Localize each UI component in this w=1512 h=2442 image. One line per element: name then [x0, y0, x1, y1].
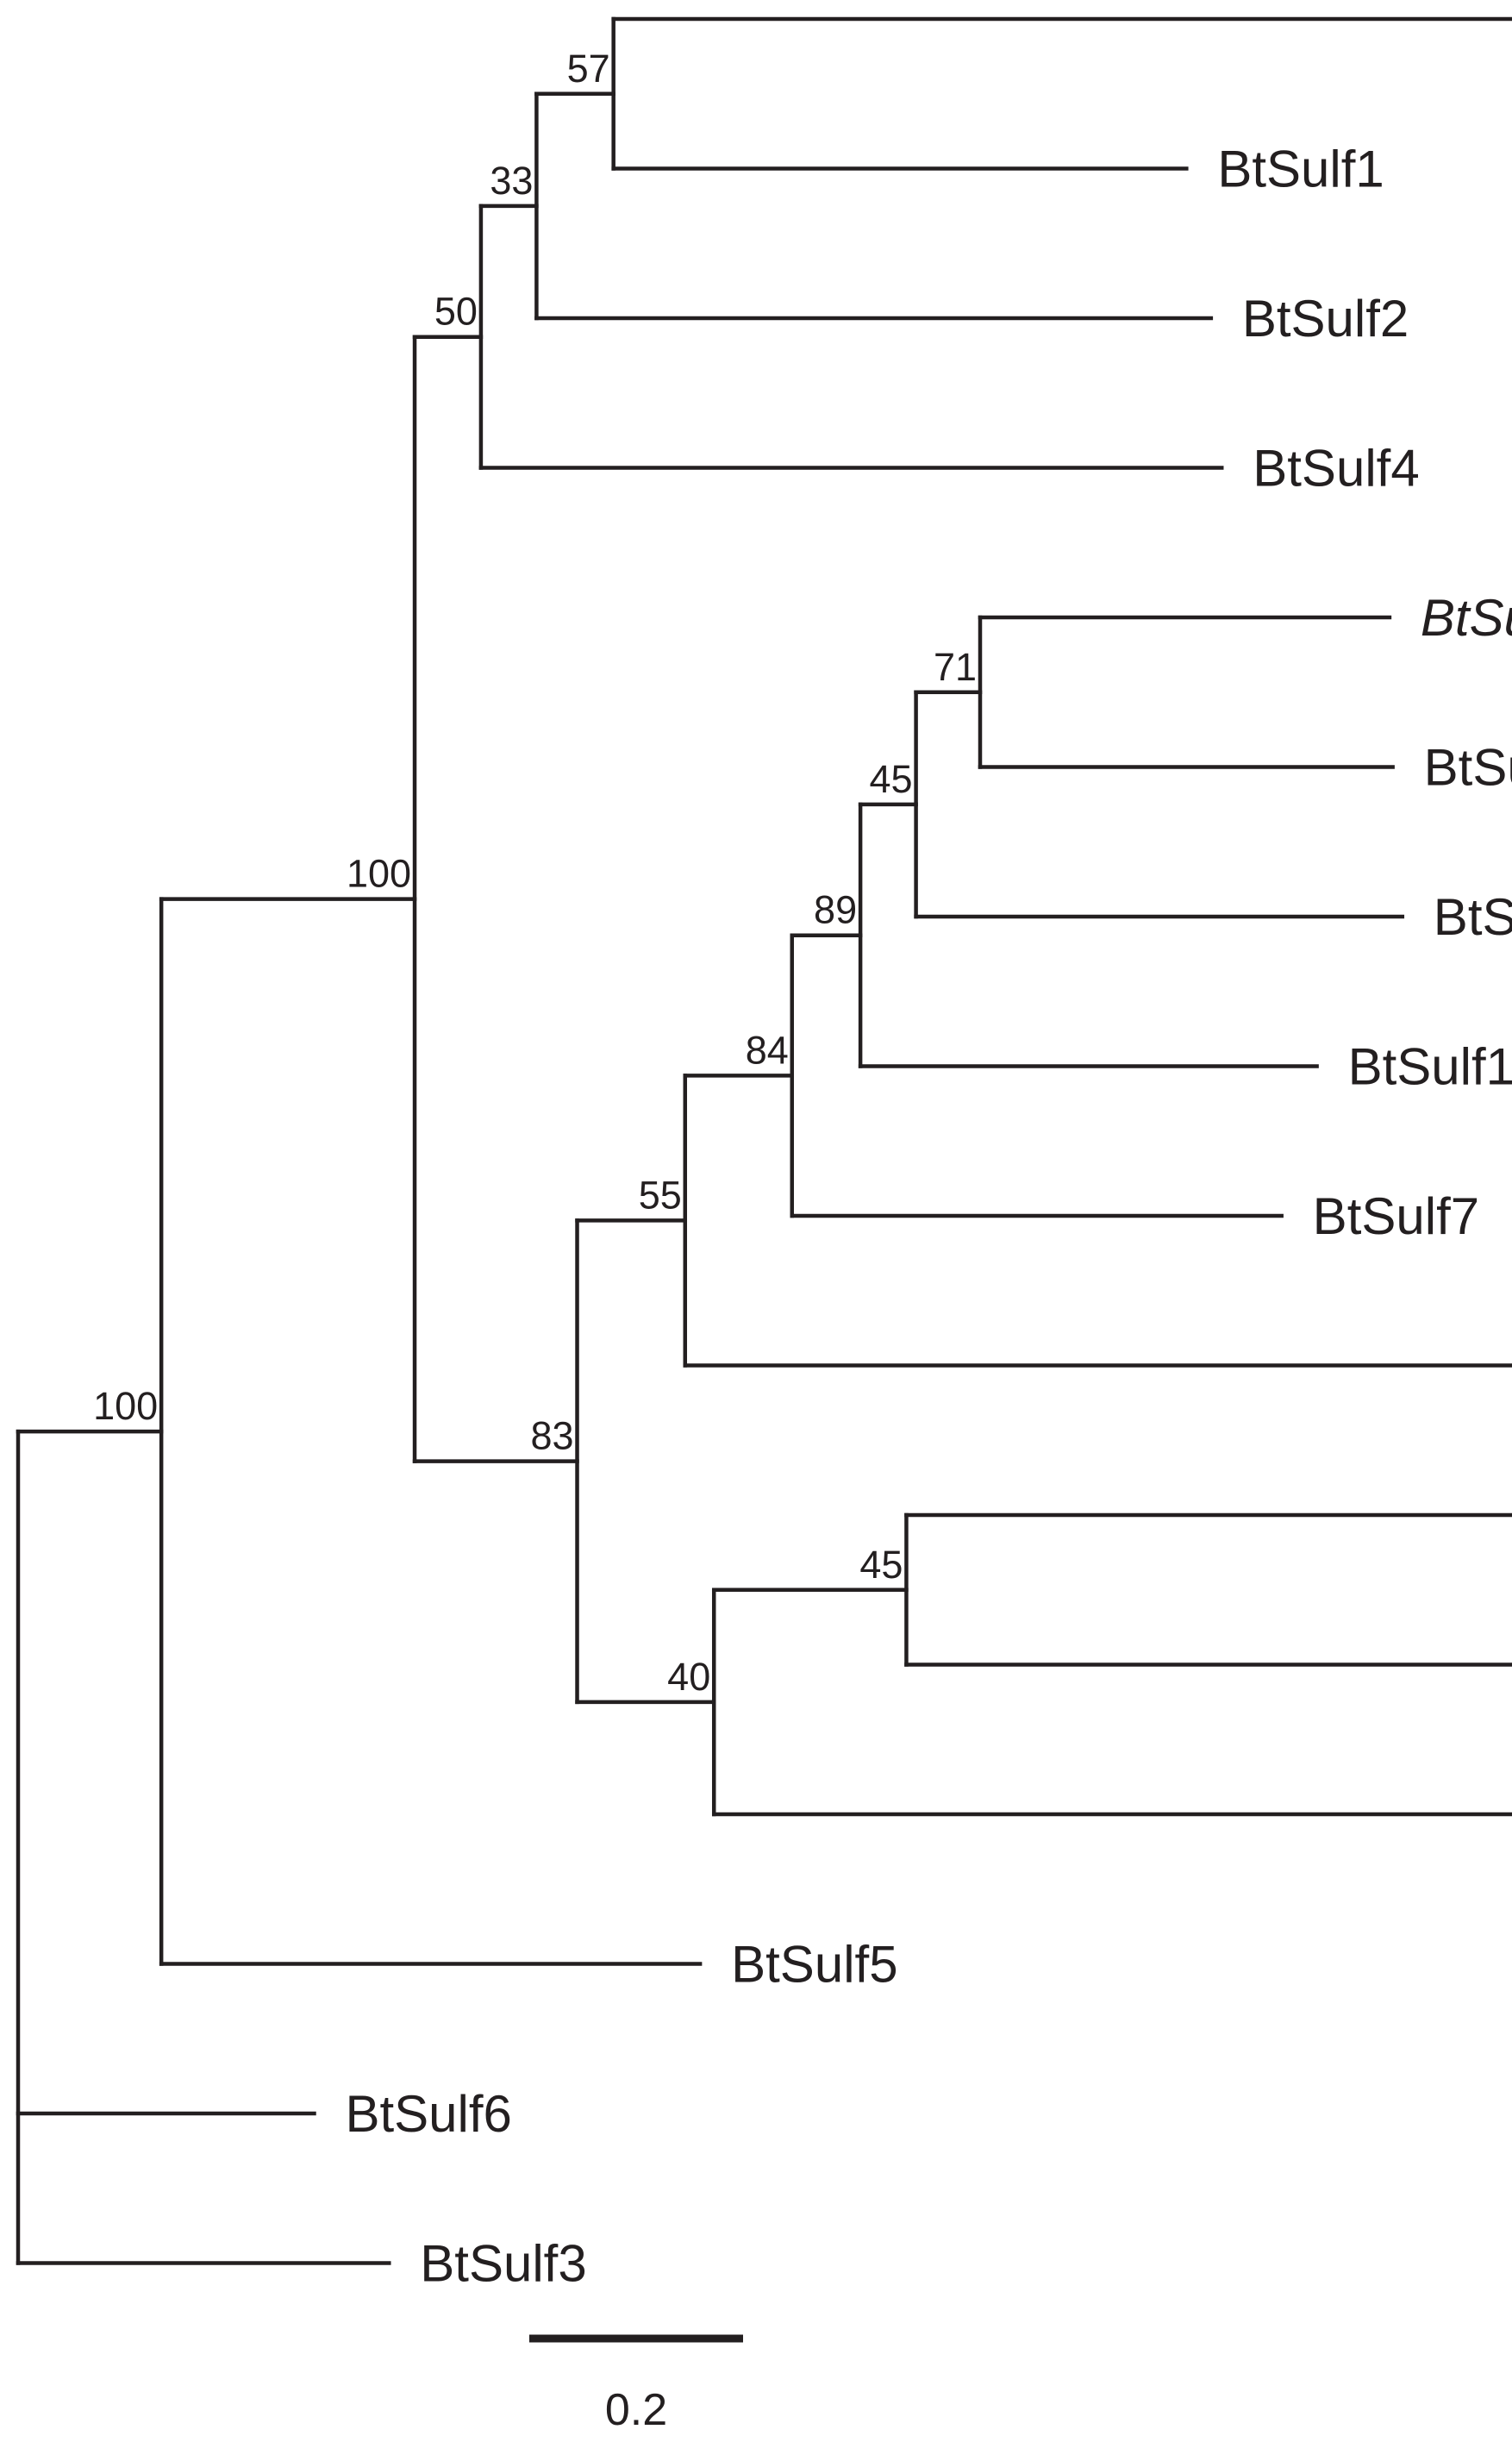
leaf-label-btsulf3: BtSulf3: [420, 2235, 586, 2293]
support-value-n45a: 45: [870, 757, 913, 801]
leaf-label-btsulf5: BtSulf5: [731, 1936, 897, 1994]
leaf-label-btsulf2: BtSulf2: [1242, 290, 1409, 348]
leaf-label-btsulf6: BtSulf6: [345, 2085, 511, 2143]
leaf-label-btsulf7: BtSulf7: [1313, 1187, 1479, 1245]
leaf-label-btsulf10: BtSulf10: [1348, 1038, 1512, 1096]
support-value-n83: 83: [530, 1414, 573, 1458]
scale-bar-label: 0.2: [605, 2385, 667, 2435]
support-value-n71: 71: [934, 645, 977, 689]
support-value-n84: 84: [746, 1028, 789, 1072]
support-value-n89: 89: [814, 888, 857, 932]
support-value-n100b: 100: [93, 1384, 158, 1428]
support-value-n45b: 45: [859, 1543, 903, 1587]
leaf-label-btsulf11: BtSulf11: [1424, 739, 1512, 797]
support-value-n55: 55: [639, 1173, 682, 1217]
leaf-label-btsulf8: BtSulf8: [1434, 888, 1512, 946]
support-value-n57: 57: [567, 47, 610, 91]
support-value-n33: 33: [490, 159, 533, 203]
support-value-n100a: 100: [347, 852, 411, 896]
leaf-label-btsulf1: BtSulf1: [1217, 141, 1384, 198]
leaf-label-btsulf4: BtSulf4: [1253, 440, 1419, 498]
leaf-label-btsulf9: BtSulf9: [1421, 589, 1512, 647]
leaf-labels: PxGSSBtSulf1BtSulf2BtSulf4BtSulf9BtSulf1…: [345, 141, 1512, 2293]
scale-bar-group: 0.2: [529, 2334, 743, 2435]
tree-branches: [16, 16, 1512, 2265]
support-values: 57 33 50 71 45 89 84 55 45 40 83 100 100: [93, 47, 977, 1699]
support-value-n50: 50: [434, 290, 478, 334]
support-value-n40: 40: [667, 1655, 710, 1699]
